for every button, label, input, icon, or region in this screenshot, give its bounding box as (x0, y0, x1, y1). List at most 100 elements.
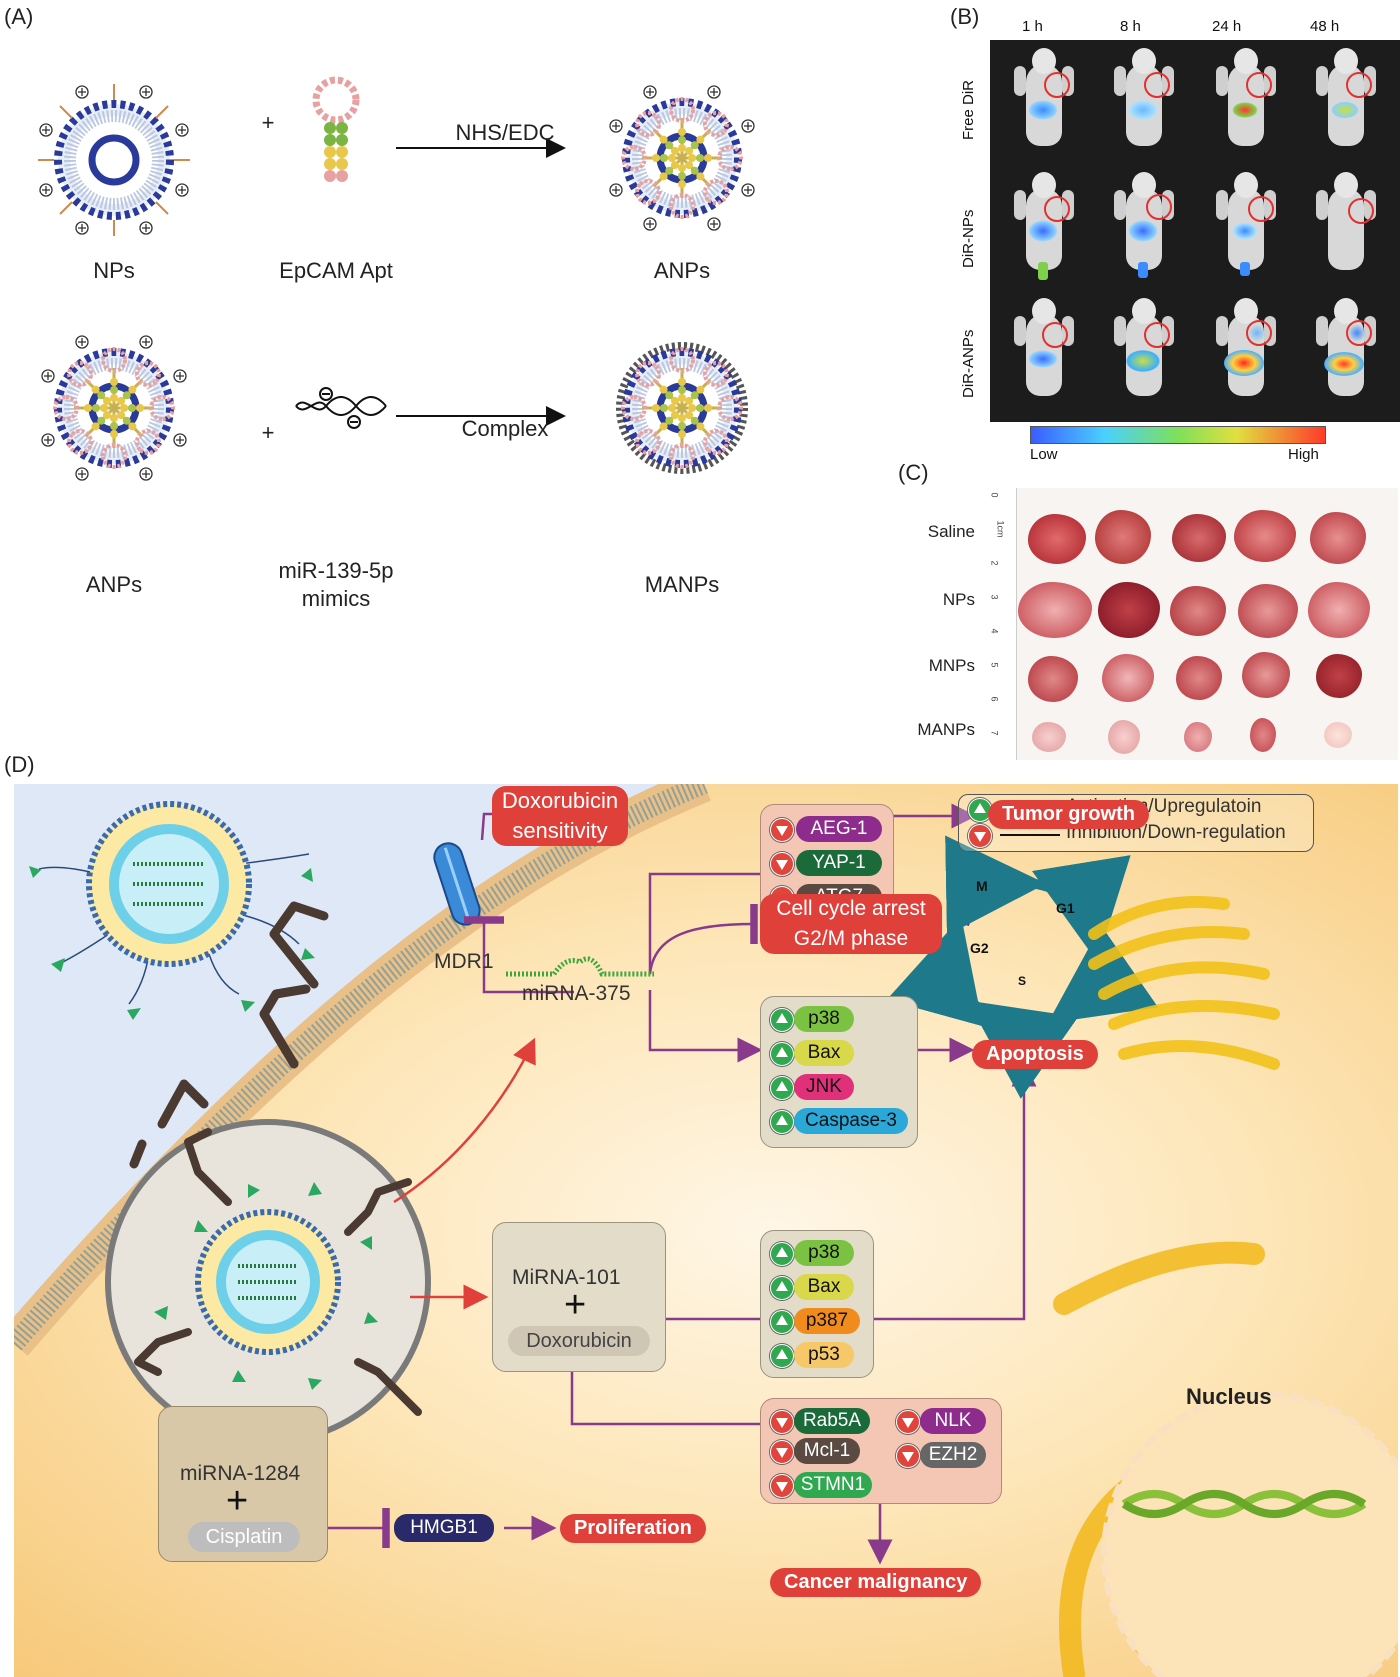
intensity-colorbar (1030, 426, 1326, 444)
cancer-malignancy-outcome: Cancer malignancy (770, 1568, 982, 1597)
doxorubicin-pill: Doxorubicin (508, 1326, 650, 1356)
p53-pill: p53 (794, 1342, 854, 1368)
tumor-photo: 0 1cm 2 3 4 5 6 7 (990, 488, 1398, 760)
upregulation-icon (770, 1042, 794, 1066)
panel-a-schematic (38, 76, 755, 481)
ruler-tick-label: 2 (989, 560, 1000, 566)
epcam-apt-label: EpCAM Apt (279, 258, 393, 283)
mouse-image (1296, 170, 1392, 288)
time-label-8h: 8 h (1120, 18, 1141, 35)
upregulation-icon (770, 1110, 794, 1134)
ruler-tick-label: 7 (989, 730, 1000, 736)
apoptosis-outcome: Apoptosis (972, 1040, 1098, 1069)
rab5a-pill: Rab5A (794, 1408, 870, 1434)
p38-pill: p38 (794, 1240, 854, 1266)
mimics-label-line1: miR-139-5p (278, 558, 394, 583)
row-label-saline: Saline (927, 522, 975, 541)
anps-label-row2: ANPs (85, 572, 143, 597)
mechanism-diagram: Activation/Upregulatoin Inhibition/Down-… (14, 784, 1398, 1677)
row-label-free-dir: Free DiR (960, 79, 977, 140)
p38-pill: p38 (794, 1006, 854, 1032)
phase-g0: G0 (1082, 872, 1095, 882)
downregulation-icon (770, 818, 794, 842)
complex-label: Complex (461, 416, 549, 441)
phase-s: S (1018, 974, 1027, 988)
p387-pill: p387 (794, 1308, 860, 1334)
mimics-label-line2: mimics (301, 586, 371, 611)
row-label-mnps: MNPs (928, 656, 975, 675)
upregulation-icon (770, 1344, 794, 1368)
ruler-tick-label: 4 (989, 628, 1000, 634)
caspase-3-pill: Caspase-3 (794, 1108, 908, 1134)
mcl-1-pill: Mcl-1 (794, 1438, 860, 1464)
proliferation-outcome: Proliferation (560, 1514, 706, 1543)
row-label-dir-anps: DiR-ANPs (960, 329, 977, 398)
hmgb1-pill: HMGB1 (394, 1514, 494, 1542)
ruler-tick-label: 1cm (995, 520, 1006, 538)
doxorubicin-sensitivity-label: Doxorubicin sensitivity (492, 786, 628, 846)
ezh2-pill: EZH2 (920, 1442, 986, 1468)
mouse-image (1196, 46, 1292, 164)
anps-label: ANPs (653, 258, 711, 283)
mouse-image (994, 170, 1090, 288)
plus-sign: + (261, 420, 275, 445)
colorbar-high-label: High (1288, 446, 1319, 463)
mouse-image (1094, 170, 1190, 288)
plus-sign: + (261, 110, 275, 135)
row-label-dir-nps: DiR-NPs (960, 209, 977, 268)
panel-d-label: (D) (4, 752, 35, 777)
manps-label: MANPs (644, 572, 720, 597)
mdr1-label: MDR1 (434, 950, 494, 973)
upregulation-icon (770, 1242, 794, 1266)
cell-cycle-arrest-label: Cell cycle arrest G2/M phase (760, 894, 942, 954)
mouse-image (1296, 46, 1392, 164)
inhibition-bar (1000, 834, 1060, 836)
downregulation-icon (896, 1410, 920, 1434)
ruler-tick-label: 3 (989, 594, 1000, 600)
downregulation-icon (770, 1440, 794, 1464)
row-label-nps: NPs (942, 590, 975, 609)
row-label-manps: MANPs (917, 720, 975, 739)
ruler-tick-label: 6 (989, 696, 1000, 702)
mouse-image (1094, 296, 1190, 414)
panel-b-label: (B) (950, 4, 980, 29)
ruler-tick-label: 5 (989, 662, 1000, 668)
mouse-image (1196, 296, 1292, 414)
phase-m: M (976, 878, 988, 894)
mirna-101-label: MiRNA-101 (512, 1266, 621, 1289)
upregulation-icon (770, 1276, 794, 1300)
bax-pill: Bax (794, 1040, 854, 1066)
ruler-tick-label: 0 (989, 492, 1000, 498)
inhibition-icon (968, 824, 992, 848)
yap-1-pill: YAP-1 (796, 850, 882, 876)
mouse-image (1196, 170, 1292, 288)
time-label-1h: 1 h (1022, 18, 1043, 35)
bax-pill: Bax (794, 1274, 854, 1300)
downregulation-icon (770, 1474, 794, 1498)
mirna-375-label: miRNA-375 (522, 982, 631, 1005)
colorbar-low-label: Low (1030, 446, 1058, 463)
aeg-1-pill: AEG-1 (796, 816, 882, 842)
jnk-pill: JNK (794, 1074, 854, 1100)
time-label-24h: 24 h (1212, 18, 1242, 35)
nps-label: NPs (93, 258, 135, 283)
nhs-edc-label: NHS/EDC (455, 120, 555, 145)
plus-sign: + (564, 1284, 587, 1326)
upregulation-icon (770, 1076, 794, 1100)
mouse-image (1296, 296, 1392, 414)
downregulation-icon (770, 852, 794, 876)
phase-g2: G2 (970, 940, 989, 956)
mirna-1284-label: miRNA-1284 (180, 1462, 301, 1485)
nucleus-label: Nucleus (1186, 1384, 1272, 1409)
ruler: 0 1cm 2 3 4 5 6 7 (990, 488, 1017, 760)
mouse-image (994, 296, 1090, 414)
upregulation-icon (770, 1310, 794, 1334)
nlk-pill: NLK (920, 1408, 986, 1434)
downregulation-icon (896, 1444, 920, 1468)
panel-c-label: (C) (898, 460, 929, 485)
mouse-image (1094, 46, 1190, 164)
plus-sign: + (226, 1480, 249, 1522)
stmn1-pill: STMN1 (794, 1472, 872, 1498)
panel-a-label: (A) (4, 4, 34, 29)
downregulation-icon (770, 1410, 794, 1434)
